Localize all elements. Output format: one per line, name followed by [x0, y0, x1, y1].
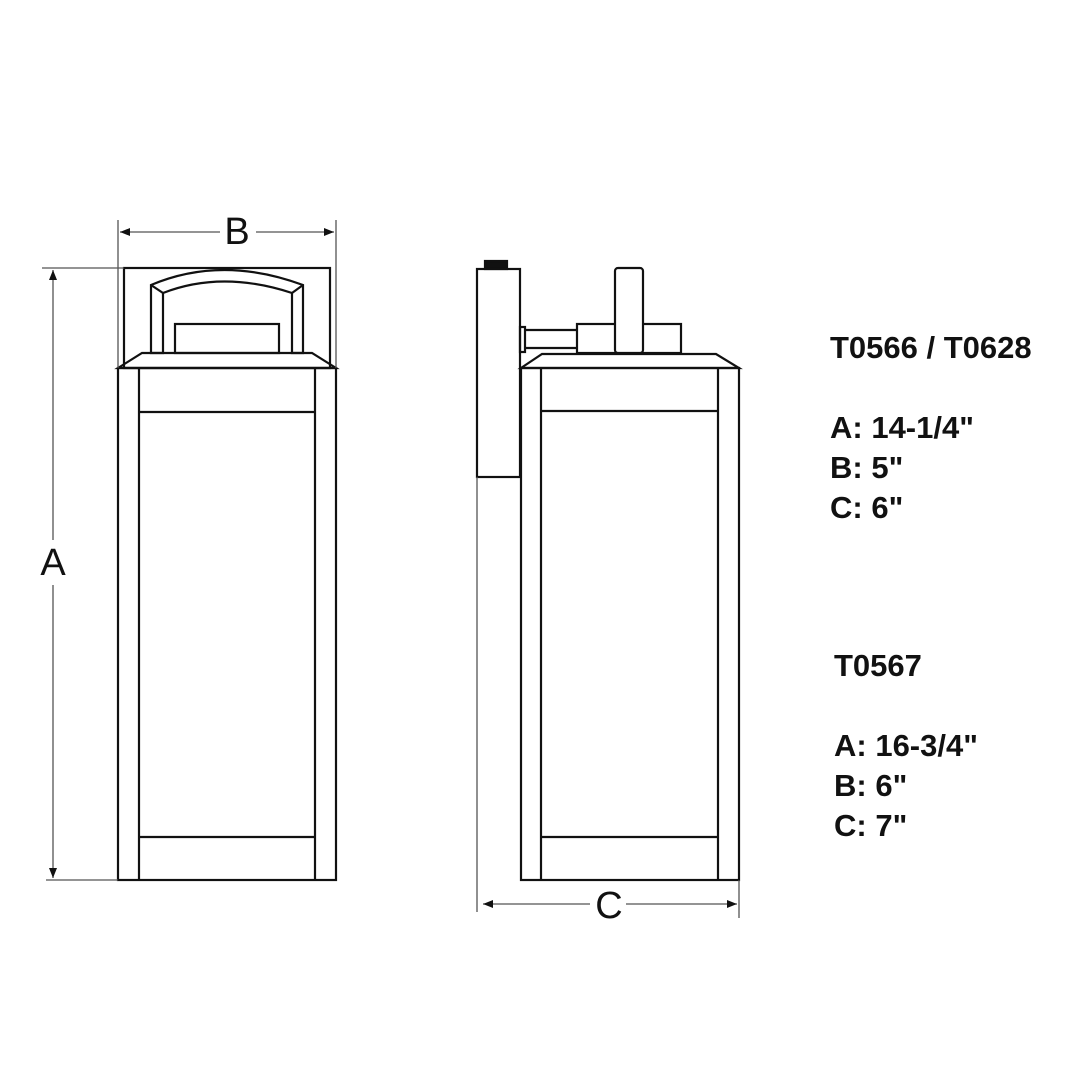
dimension-a-value: A: 14-1/4"	[830, 410, 974, 445]
dimension-b-value: B: 5"	[830, 450, 904, 485]
spec-block-t0566-t0628: T0566 / T0628 A: 14-1/4" B: 5" C: 6"	[830, 330, 1032, 528]
model-title: T0566 / T0628	[830, 330, 1032, 365]
front-view	[114, 266, 340, 882]
dimension-b: B	[117, 211, 337, 368]
dimension-b-label: B	[224, 211, 249, 253]
dimension-c-label: C	[595, 885, 622, 927]
dimension-a-value: A: 16-3/4"	[834, 728, 978, 763]
side-view	[475, 259, 743, 882]
dimension-c: C	[483, 880, 740, 927]
dimension-a-label: A	[40, 542, 66, 584]
model-title: T0567	[834, 648, 922, 683]
dimension-a: A	[40, 267, 124, 881]
dimension-b-value: B: 6"	[834, 768, 908, 803]
dimension-c-value: C: 6"	[830, 490, 904, 525]
dimension-c-value: C: 7"	[834, 808, 908, 843]
spec-block-t0567: T0567 A: 16-3/4" B: 6" C: 7"	[834, 648, 978, 846]
